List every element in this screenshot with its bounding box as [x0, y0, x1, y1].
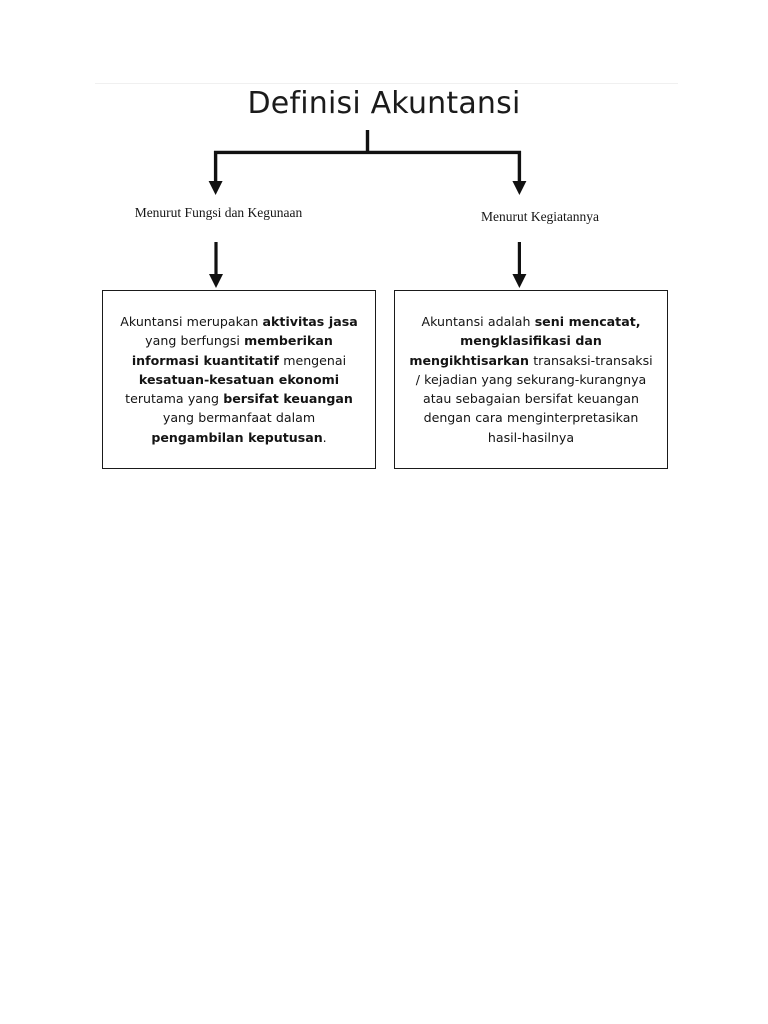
definition-box-fungsi-kegunaan: Akuntansi merupakan aktivitas jasa yang … [102, 290, 376, 469]
branch-left-arrowhead [208, 181, 223, 195]
branch-label-fungsi-kegunaan: Menurut Fungsi dan Kegunaan [134, 205, 303, 220]
branch-right-arrowhead [512, 181, 527, 195]
header-divider-rule [95, 83, 678, 84]
box-right-arrowhead [512, 274, 527, 288]
definition-box-kegiatannya: Akuntansi adalah seni mencatat, mengklas… [394, 290, 668, 469]
definition-text-kegiatannya: Akuntansi adalah seni mencatat, mengklas… [409, 314, 653, 445]
diagram-title: Definisi Akuntansi [247, 86, 521, 121]
definition-text-fungsi-kegunaan: Akuntansi merupakan aktivitas jasa yang … [120, 314, 358, 445]
branch-label-kegiatannya: Menurut Kegiatannya [480, 209, 600, 224]
box-left-arrowhead [209, 274, 223, 288]
